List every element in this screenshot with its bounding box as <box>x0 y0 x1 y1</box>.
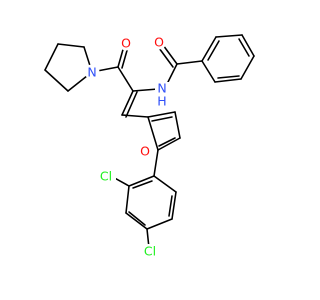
bond-line <box>44 69 69 92</box>
bond-line <box>217 75 240 79</box>
bond-line <box>153 175 177 193</box>
bond-line <box>214 78 242 83</box>
bond-line <box>121 90 134 116</box>
bond-line <box>117 66 134 92</box>
atom-label-background <box>151 34 167 50</box>
atom-label-background <box>84 64 100 80</box>
bond-lines <box>44 34 255 249</box>
bond-line <box>171 191 177 220</box>
bond-line <box>162 44 178 65</box>
atom-label-nitrogen: N <box>87 65 96 80</box>
bond-line <box>176 60 203 65</box>
bond-line <box>128 211 146 226</box>
bond-line <box>121 114 149 118</box>
atom-label-background <box>118 35 134 51</box>
bond-line <box>153 149 159 177</box>
atom-label-chlorine: Cl <box>144 244 156 259</box>
bond-line <box>201 60 216 83</box>
atom-label-chlorine: Cl <box>100 169 112 184</box>
atom-label-nitrogen: N <box>157 81 166 96</box>
bond-line <box>147 116 159 151</box>
bond-line <box>174 111 181 139</box>
bond-line <box>125 185 130 214</box>
bond-line <box>147 111 176 118</box>
bond-line <box>128 175 155 187</box>
bond-line <box>146 218 173 230</box>
bond-line <box>215 34 243 38</box>
bond-line <box>158 137 176 147</box>
bond-line <box>132 88 159 92</box>
bond-line <box>132 180 153 189</box>
bond-line <box>125 91 138 118</box>
bond-line <box>44 43 59 71</box>
atom-label-background <box>155 82 169 107</box>
bond-line <box>158 47 174 68</box>
atom-label-background <box>140 244 159 258</box>
atom-label-oxygen: O <box>140 144 150 159</box>
atom-label-oxygen: O <box>154 35 164 50</box>
bond-line <box>151 116 173 122</box>
atom-label-oxygen: O <box>121 36 131 51</box>
bond-line <box>168 195 173 217</box>
bond-line <box>238 38 250 57</box>
bond-line <box>207 40 220 61</box>
atom-label-hydrogen: H <box>157 94 166 109</box>
bond-line <box>125 212 148 230</box>
bond-line <box>240 55 255 80</box>
bond-line <box>57 43 85 48</box>
bond-line <box>121 46 129 69</box>
molecule-structure-diagram: O O N N H O Cl Cl <box>44 34 255 259</box>
bond-line <box>201 36 217 62</box>
bond-line <box>241 34 255 57</box>
atom-label-background <box>137 143 153 159</box>
bond-line <box>157 137 181 151</box>
atom-labels: O O N N H O Cl Cl <box>84 34 169 259</box>
atom-label-background <box>97 169 116 183</box>
